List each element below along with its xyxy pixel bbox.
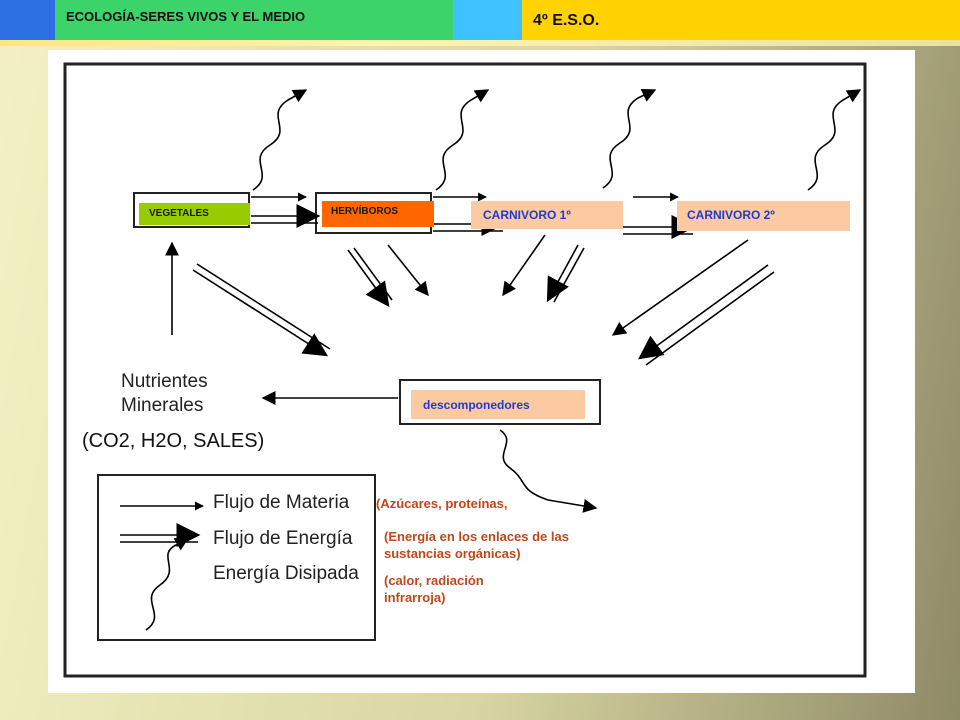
note-materia: (Azúcares, proteínas,: [376, 496, 508, 511]
descomponedores-box: [399, 379, 601, 425]
node-vegetales: VEGETALES: [139, 203, 250, 225]
note-disipada: (calor, radiación infrarroja): [384, 572, 484, 606]
header-block-accent: [453, 0, 522, 40]
node-carnivoro-1: CARNIVORO 1º: [471, 201, 623, 229]
course-grade: 4º E.S.O.: [533, 12, 600, 29]
header-block-grade: [522, 0, 960, 40]
legend-box: [97, 474, 376, 641]
header-stripe: [0, 40, 960, 46]
legend-materia-label: Flujo de Materia: [213, 492, 350, 513]
legend-disipada-label: Energía Disipada: [213, 563, 359, 584]
node-herbivoros: HERVÍBOROS: [322, 201, 434, 227]
note-energia-line-1: (Energía en los enlaces de las: [384, 529, 569, 544]
nutrients-label: Nutrientes Minerales: [121, 370, 208, 418]
header-block-blue: [0, 0, 55, 40]
minerals-examples: (CO2, H2O, SALES): [82, 430, 265, 452]
nutrients-line-1: Nutrientes: [121, 371, 208, 392]
nutrients-line-2: Minerales: [121, 395, 204, 416]
node-descomponedores: descomponedores: [411, 390, 585, 419]
note-disipada-line-1: (calor, radiación: [384, 573, 484, 588]
legend-disipada-arrow: [145, 537, 190, 631]
diagram-panel: VEGETALES HERVÍBOROS CARNIVORO 1º CARNIV…: [48, 50, 915, 693]
node-carnivoro-2: CARNIVORO 2º: [677, 201, 850, 231]
header-block-title: [55, 0, 453, 40]
diagram-graphics: [63, 62, 867, 678]
slide-title: ECOLOGÍA-SERES VIVOS Y EL MEDIO: [66, 9, 306, 24]
legend-energia-label: Flujo de Energía: [213, 528, 353, 549]
note-energia-line-2: sustancias orgánicas): [384, 546, 521, 561]
note-energia: (Energía en los enlaces de las sustancia…: [384, 528, 569, 562]
matter-flow-arrows: [165, 192, 749, 405]
outer-frame: [63, 62, 867, 678]
dissipated-energy-arrows: [252, 89, 862, 513]
energy-flow-arrows: [192, 204, 775, 366]
note-disipada-line-2: infrarroja): [384, 590, 446, 605]
